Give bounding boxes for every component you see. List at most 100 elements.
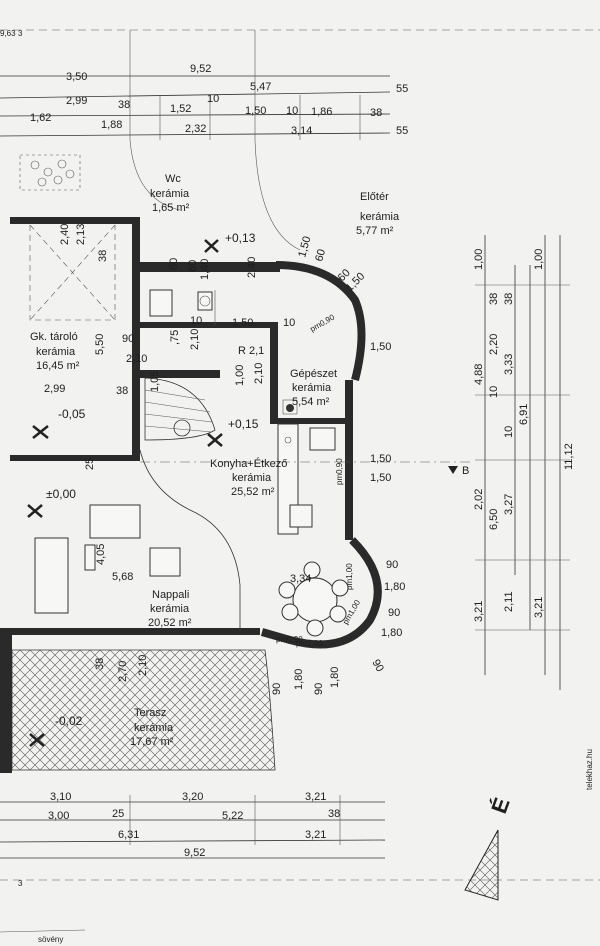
open-dim-11: 1,80 — [384, 581, 405, 593]
dim-top-r4-4: 3,14 — [291, 125, 312, 137]
dim-right-c3-2: 3,33 — [503, 354, 515, 375]
dim-right-c2-3: 10 — [488, 386, 500, 398]
level-terrace: -0,02 — [55, 714, 83, 728]
level-marker-3 — [207, 433, 223, 447]
watermark-text: telekhaz.hu — [585, 749, 594, 790]
dim-top-total: 9,52 — [190, 63, 211, 75]
level-marker-2 — [32, 425, 49, 439]
level-stair: +0,15 — [228, 417, 259, 431]
living-furniture — [34, 504, 181, 614]
interior-dim-23: 2,70 — [117, 661, 129, 682]
dim-right-c5-1: 1,00 — [533, 249, 545, 270]
north-arrow: É telekhaz.hu — [464, 749, 594, 901]
opening-dimensions: 60 60 1,50 60 1,50 60 1,50 1,50 1,50 90 … — [168, 235, 405, 695]
interior-dim-6: ,75 — [169, 330, 181, 345]
level-marker-4 — [27, 504, 43, 518]
north-letter: É — [486, 794, 515, 816]
interior-dim-10: 38 — [116, 385, 128, 397]
dim-top-r3-7: 1,86 — [311, 106, 332, 118]
interior-dim-12: 1,40 — [199, 259, 211, 280]
room-gepeszet-area: 5,54 m² — [292, 396, 330, 408]
dim-bottom-r2-4: 38 — [328, 808, 340, 820]
spiral-stair — [144, 377, 216, 441]
parapet-1: pm0,90 — [309, 312, 337, 333]
room-garage-name: Gk. tároló — [30, 331, 78, 343]
level-markers: +0,13 -0,05 +0,15 ±0,00 -0,02 — [27, 231, 259, 747]
room-eloter-area: 5,77 m² — [356, 225, 394, 237]
dim-right-c4-1: 6,91 — [518, 404, 530, 425]
dim-top-r4-2: 1,88 — [101, 119, 122, 131]
dim-right-c2-4: 6,50 — [488, 509, 500, 530]
level-eloter: +0,13 — [225, 231, 256, 245]
interior-dim-4: 90 — [122, 333, 134, 345]
dim-top-r3-2: 38 — [118, 99, 130, 111]
open-dim-9: 1,50 — [370, 472, 391, 484]
open-dim-17: 1,80 — [329, 667, 341, 688]
dim-right-c1-3: 2,02 — [473, 489, 485, 510]
interior-dim-21: 3,34 — [290, 573, 311, 585]
terrace-hatch — [11, 649, 276, 771]
top-dimension-chain: 9,63 9,52 3,50 5,47 55 2,99 38 1,52 10 1… — [0, 29, 600, 140]
bottom-dimension-chain: 3,10 3,20 3,21 3,00 25 5,22 38 6,31 3,21… — [0, 791, 600, 944]
dim-top-r3-1: 2,99 — [66, 95, 87, 107]
parapet-3: pm1,00 — [345, 563, 354, 590]
dim-bottom-r2-2: 25 — [112, 808, 124, 820]
interior-dim-13: 2,40 — [246, 257, 258, 278]
parapet-2: pm0,90 — [335, 458, 344, 485]
dim-top-r4-5: 55 — [396, 125, 408, 137]
dim-top-r4-1: 1,62 — [30, 112, 51, 124]
room-konyha-area: 25,52 m² — [231, 486, 275, 498]
room-garage-area: 16,45 m² — [36, 360, 80, 372]
dim-right-c2-2: 2,20 — [488, 334, 500, 355]
dim-right-c2-1: 38 — [488, 293, 500, 305]
interior-dim-9: 2,99 — [44, 383, 65, 395]
dim-bottom-r1-3: 3,21 — [305, 791, 326, 803]
interior-dim-18: 10 — [190, 315, 202, 327]
open-dim-8: 1,50 — [370, 453, 391, 465]
dim-right-c4-2: 3,21 — [533, 597, 545, 618]
entry-door-arcs — [129, 139, 301, 251]
dim-right-c1-4: 3,21 — [473, 601, 485, 622]
dim-bottom-r2-1: 3,00 — [48, 810, 69, 822]
dim-top-r3-4: 10 — [207, 93, 219, 105]
dining-table — [278, 561, 349, 637]
interior-dim-1: 2,40 — [59, 224, 71, 245]
open-dim-2: 60 — [187, 260, 199, 272]
walls — [0, 217, 382, 773]
interior-dim-8: 5,50 — [94, 334, 106, 355]
interior-dim-14: 1,50 — [232, 317, 253, 329]
room-eloter: Előtér kerámia 5,77 m² — [356, 191, 400, 237]
dim-right-c3-1: 38 — [503, 293, 515, 305]
corner-dim-top: 3 — [18, 29, 23, 38]
room-terasz-name: Terasz — [134, 707, 166, 719]
dim-right-c3-3: 10 — [503, 426, 515, 438]
wc-fixtures — [149, 289, 216, 325]
dim-bottom-r1-2: 3,20 — [182, 791, 203, 803]
open-dim-3: 1,50 — [296, 235, 313, 259]
section-label-b: B — [462, 465, 469, 477]
dim-bottom-r3-1: 6,31 — [118, 829, 139, 841]
interior-dim-24: 2,10 — [137, 655, 149, 676]
level-garage: -0,05 — [58, 407, 86, 421]
interior-dim-7: 2,10 — [189, 329, 201, 350]
room-nappali-name: Nappali — [152, 589, 189, 601]
shrub-symbol — [19, 154, 81, 191]
room-eloter-floor: kerámia — [360, 211, 400, 223]
room-konyha-floor: kerámia — [232, 472, 272, 484]
room-nappali: Nappali kerámia 20,52 m² — [148, 589, 192, 629]
dim-top-r3-3: 1,52 — [170, 103, 191, 115]
room-terasz: Terasz kerámia 17,67 m² — [130, 707, 174, 748]
room-wc-area: 1,65 m² — [152, 202, 190, 214]
section-line-b: B — [140, 461, 470, 477]
room-konyha: Konyha+Étkező kerámia 25,52 m² — [210, 457, 287, 498]
corner-dim-top-left: 9,63 — [0, 29, 16, 38]
dim-top-r3-8: 38 — [370, 107, 382, 119]
open-dim-10: 90 — [386, 559, 398, 571]
room-nappali-floor: kerámia — [150, 603, 190, 615]
open-dim-12: 90 — [388, 607, 400, 619]
dim-right-c1-2: 4,88 — [473, 364, 485, 385]
interior-dim-2: 2,13 — [75, 224, 87, 245]
room-gepeszet-name: Gépészet — [290, 368, 337, 380]
open-dim-1: 60 — [168, 258, 180, 270]
